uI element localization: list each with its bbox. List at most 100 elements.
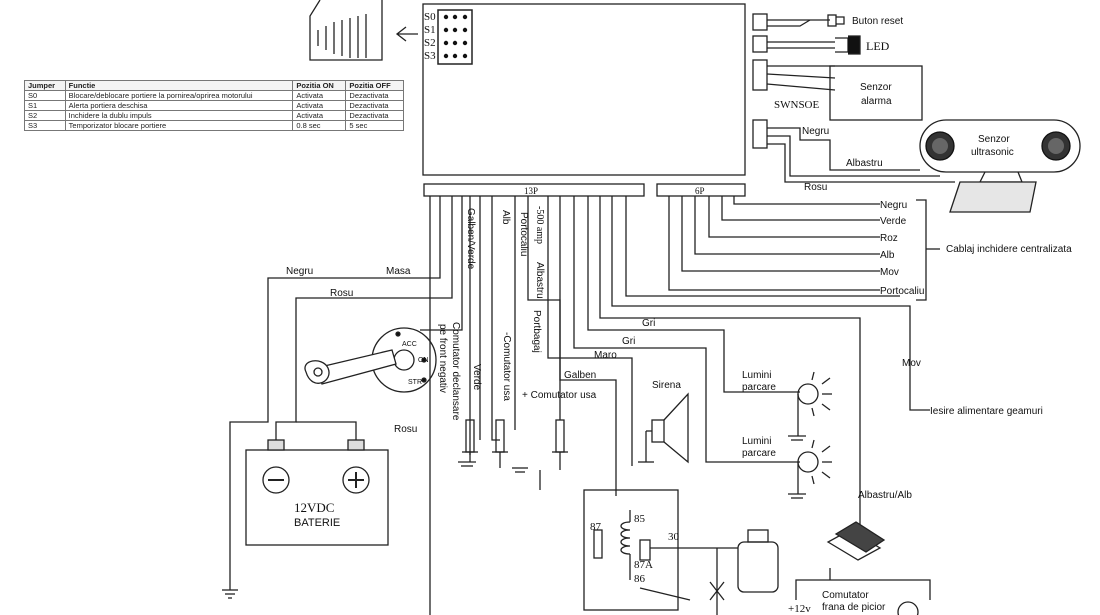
parking-light-2 [788, 439, 832, 499]
jumper-label-s3: S3 [424, 50, 436, 62]
header-pozitia-off: Pozitia OFF [345, 80, 404, 91]
comutator-frana-line2: frana de picior [822, 602, 886, 613]
connector-6p [656, 183, 746, 197]
central-locking-label: Cablaj inchidere centralizata [946, 244, 1072, 255]
iesire-label: Iesire alimentare geamuri [930, 406, 1043, 417]
wire-label-gri1: Gri [642, 318, 655, 329]
cell: 0.8 sec [292, 120, 347, 131]
cell: Activata [292, 100, 347, 111]
cell: S0 [24, 90, 66, 101]
ignition-switch [304, 327, 437, 393]
table-row: S0 Blocare/deblocare portiere la pornire… [24, 90, 404, 101]
lumini1-line1: Lumini [742, 370, 771, 381]
ultrasonic-sensor [919, 119, 1081, 213]
cell: 5 sec [345, 120, 404, 131]
jumper-label-s1: S1 [424, 24, 436, 36]
connector-13p-label: 13P [524, 186, 538, 196]
horn-icon [309, 0, 383, 61]
label-comutator-usa-neg: -Comutator usa [501, 332, 512, 401]
plus-icon [342, 466, 370, 494]
led-symbol [835, 35, 861, 55]
cell: Blocare/deblocare portiere la pornirea/o… [64, 90, 294, 101]
wire-label-rosu: Rosu [330, 288, 353, 299]
cl-wire-portocaliu: Portocaliu [880, 286, 924, 297]
lumini2-line2: parcare [742, 448, 776, 459]
relay [583, 489, 710, 611]
table-row: S1 Alerta portiera deschisa Activata Dez… [24, 100, 404, 111]
label-verde: Verde [471, 364, 482, 391]
acc-pin [395, 331, 401, 337]
brake-pedal-switch [795, 521, 931, 615]
jumper-block [437, 9, 473, 65]
jumper-label-s0: S0 [424, 11, 436, 23]
table-row: S3 Temporizator blocare portiere 0.8 sec… [24, 120, 404, 131]
door-switch-3 [539, 419, 568, 490]
wire-label-amp: -500 amp [534, 206, 545, 244]
header-pozitia-on: Pozitia ON [292, 80, 347, 91]
header-functie: Functie [64, 80, 294, 91]
ultrasonic-line1: Senzor [978, 134, 1010, 145]
right-albastru-label: Albastru [846, 158, 883, 169]
battery-voltage: 12VDC [294, 500, 334, 515]
cell: Dezactivata [345, 110, 404, 121]
wire-label-mov: Mov [902, 358, 921, 369]
ground-symbol [222, 589, 238, 599]
door-switch-2 [492, 419, 528, 473]
cl-wire-alb: Alb [880, 250, 895, 261]
wire-label-alb: Alb [500, 210, 511, 225]
cell: Alerta portiera deschisa [64, 100, 294, 111]
alarm-sensor-line1: Senzor [860, 82, 892, 93]
cell: Activata [292, 110, 347, 121]
alarm-sensor-box [829, 65, 923, 121]
cell: Inchidere la dublu impuls [64, 110, 294, 121]
led-label: LED [866, 39, 890, 53]
str-pin [421, 377, 427, 383]
comutator-usa-pos-label: + Comutator usa [522, 390, 597, 401]
central-locking-wires [668, 196, 940, 301]
alarm-sensor-line2: alarma [861, 96, 892, 107]
wire-label-galben: Galben [564, 370, 596, 381]
alarm-code-label: SWNSOE [774, 99, 820, 111]
siren-speaker [638, 392, 689, 464]
battery-name: BATERIE [294, 517, 340, 529]
label-pe-front: pe front negativ [437, 324, 448, 393]
cell: S3 [24, 120, 66, 131]
wire-label-gri2: Gri [622, 336, 635, 347]
wire-label-masa: Masa [386, 266, 411, 277]
wire-label-rosu2: Rosu [394, 424, 417, 435]
lumini2-line1: Lumini [742, 436, 771, 447]
ignition-str: STR [408, 379, 422, 386]
label-comutator-declansare: Comutator declansare [450, 322, 461, 421]
cell: S2 [24, 110, 66, 121]
sirena-label: Sirena [652, 380, 681, 391]
plus12-label: +12v [788, 603, 811, 615]
relay-pin-30: 30 [668, 531, 680, 543]
wire-label-galben-verde: Galben/Verde [465, 208, 476, 270]
ignition-acc: ACC [402, 341, 417, 348]
lock-actuator [709, 529, 779, 615]
ignition-on: ON [418, 357, 429, 364]
reset-label: Buton reset [852, 16, 903, 27]
relay-pin-86: 86 [634, 573, 646, 585]
jumper-pins [443, 14, 468, 59]
relay-pin-87a: 87A [634, 559, 653, 571]
reset-button-symbol [827, 14, 845, 27]
parking-light-1 [788, 371, 832, 441]
relay-pin-87: 87 [590, 521, 602, 533]
cl-wire-roz: Roz [880, 233, 898, 244]
right-negru-label: Negru [802, 126, 829, 137]
table-row: S2 Inchidere la dublu impuls Activata De… [24, 110, 404, 121]
wire-label-albastru-alb: Albastru/Alb [858, 490, 912, 501]
control-unit [422, 3, 746, 176]
on-pin [421, 357, 427, 363]
connector-6p-label: 6P [695, 186, 705, 196]
jumper-label-s2: S2 [424, 37, 436, 49]
wire-label-albastru: Albastru [534, 262, 545, 299]
arrow-left-icon [395, 26, 418, 42]
cl-wire-negru: Negru [880, 200, 907, 211]
minus-icon [262, 466, 290, 494]
relay-pin-85: 85 [634, 513, 646, 525]
lumini1-line2: parcare [742, 382, 776, 393]
cl-wire-verde: Verde [880, 216, 907, 227]
